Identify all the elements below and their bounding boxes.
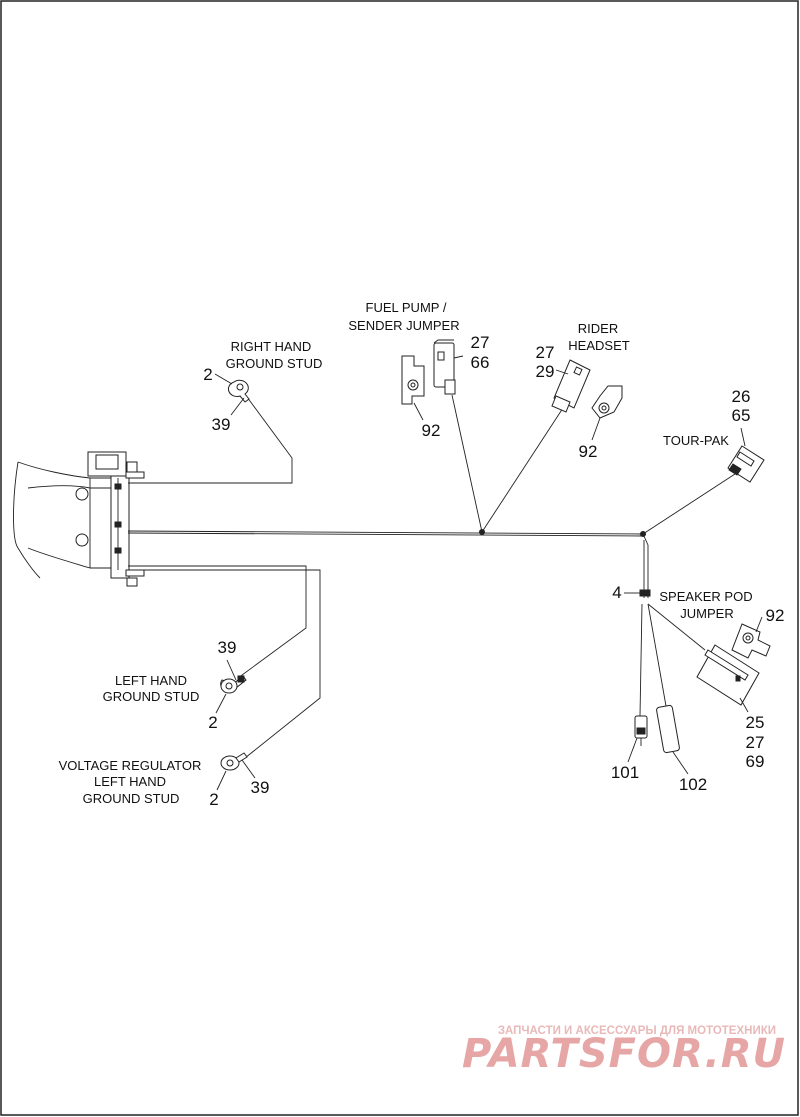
vr-label-3: GROUND STUD xyxy=(83,791,180,806)
frame-bracket xyxy=(13,451,145,587)
rider-cap-92 xyxy=(591,385,623,419)
rh-stud-label-1: RIGHT HAND xyxy=(231,339,312,354)
vr-label-1: VOLTAGE REGULATOR xyxy=(59,758,202,773)
speaker-pod-connector xyxy=(696,644,760,706)
callout-101: 101 xyxy=(611,763,639,782)
callout-rh-2: 2 xyxy=(203,365,212,384)
rh-stud-label-2: GROUND STUD xyxy=(226,356,323,371)
fuel-pump-label-2: SENDER JUMPER xyxy=(348,318,459,333)
tour-pak-connector xyxy=(727,445,765,483)
callout-rider-92: 92 xyxy=(579,442,598,461)
junction-dot xyxy=(479,529,485,535)
vr-ring-terminal xyxy=(220,752,248,771)
rider-label-2: HEADSET xyxy=(568,338,629,353)
watermark-logo: PARTSFOR.RU xyxy=(462,1031,786,1077)
fuel-pump-connector xyxy=(433,339,456,395)
callout-vr-2: 2 xyxy=(209,790,218,809)
callout-lh-39: 39 xyxy=(218,638,237,657)
leader-lines xyxy=(214,355,763,791)
callout-lh-2: 2 xyxy=(208,713,217,732)
callout-rider-27: 27 xyxy=(536,343,555,362)
vr-label-2: LEFT HAND xyxy=(94,774,166,789)
callout-rider-29: 29 xyxy=(536,362,555,381)
fuel-pump-cap-92 xyxy=(401,355,425,405)
callout-fuel-66: 66 xyxy=(471,353,490,372)
callout-speaker-69: 69 xyxy=(746,752,765,771)
connector-101 xyxy=(634,715,648,746)
speaker-pod-label-2: JUMPER xyxy=(680,606,733,621)
wire-clip-4 xyxy=(639,589,651,597)
harness-wires xyxy=(127,394,736,759)
callout-tour-65: 65 xyxy=(732,406,751,425)
rh-ring-terminal xyxy=(227,379,250,403)
connector-102 xyxy=(656,704,680,754)
rider-headset-connector xyxy=(551,359,591,413)
rider-label-1: RIDER xyxy=(578,321,618,336)
watermark-tagline: ЗАПЧАСТИ И АКСЕССУАРЫ ДЛЯ МОТОТЕХНИКИ xyxy=(498,1025,776,1037)
lh-stud-label-2: GROUND STUD xyxy=(103,689,200,704)
callout-fuel-27: 27 xyxy=(471,333,490,352)
callout-vr-39: 39 xyxy=(251,778,270,797)
lh-ring-terminal xyxy=(220,675,247,694)
callout-speaker-25: 25 xyxy=(746,713,765,732)
callout-fuel-92: 92 xyxy=(422,421,441,440)
callout-speaker-92: 92 xyxy=(766,606,785,625)
fuel-pump-label-1: FUEL PUMP / xyxy=(366,300,447,315)
callout-speaker-27: 27 xyxy=(746,733,765,752)
callout-tour-26: 26 xyxy=(732,387,751,406)
callout-speaker-4: 4 xyxy=(612,583,621,602)
callout-rh-39: 39 xyxy=(212,415,231,434)
junction-dot xyxy=(640,531,646,537)
speaker-cap-92 xyxy=(731,623,771,659)
speaker-pod-label-1: SPEAKER POD xyxy=(659,589,752,604)
tour-pak-label: TOUR-PAK xyxy=(663,433,729,448)
lh-stud-label-1: LEFT HAND xyxy=(115,673,187,688)
callout-102: 102 xyxy=(679,775,707,794)
